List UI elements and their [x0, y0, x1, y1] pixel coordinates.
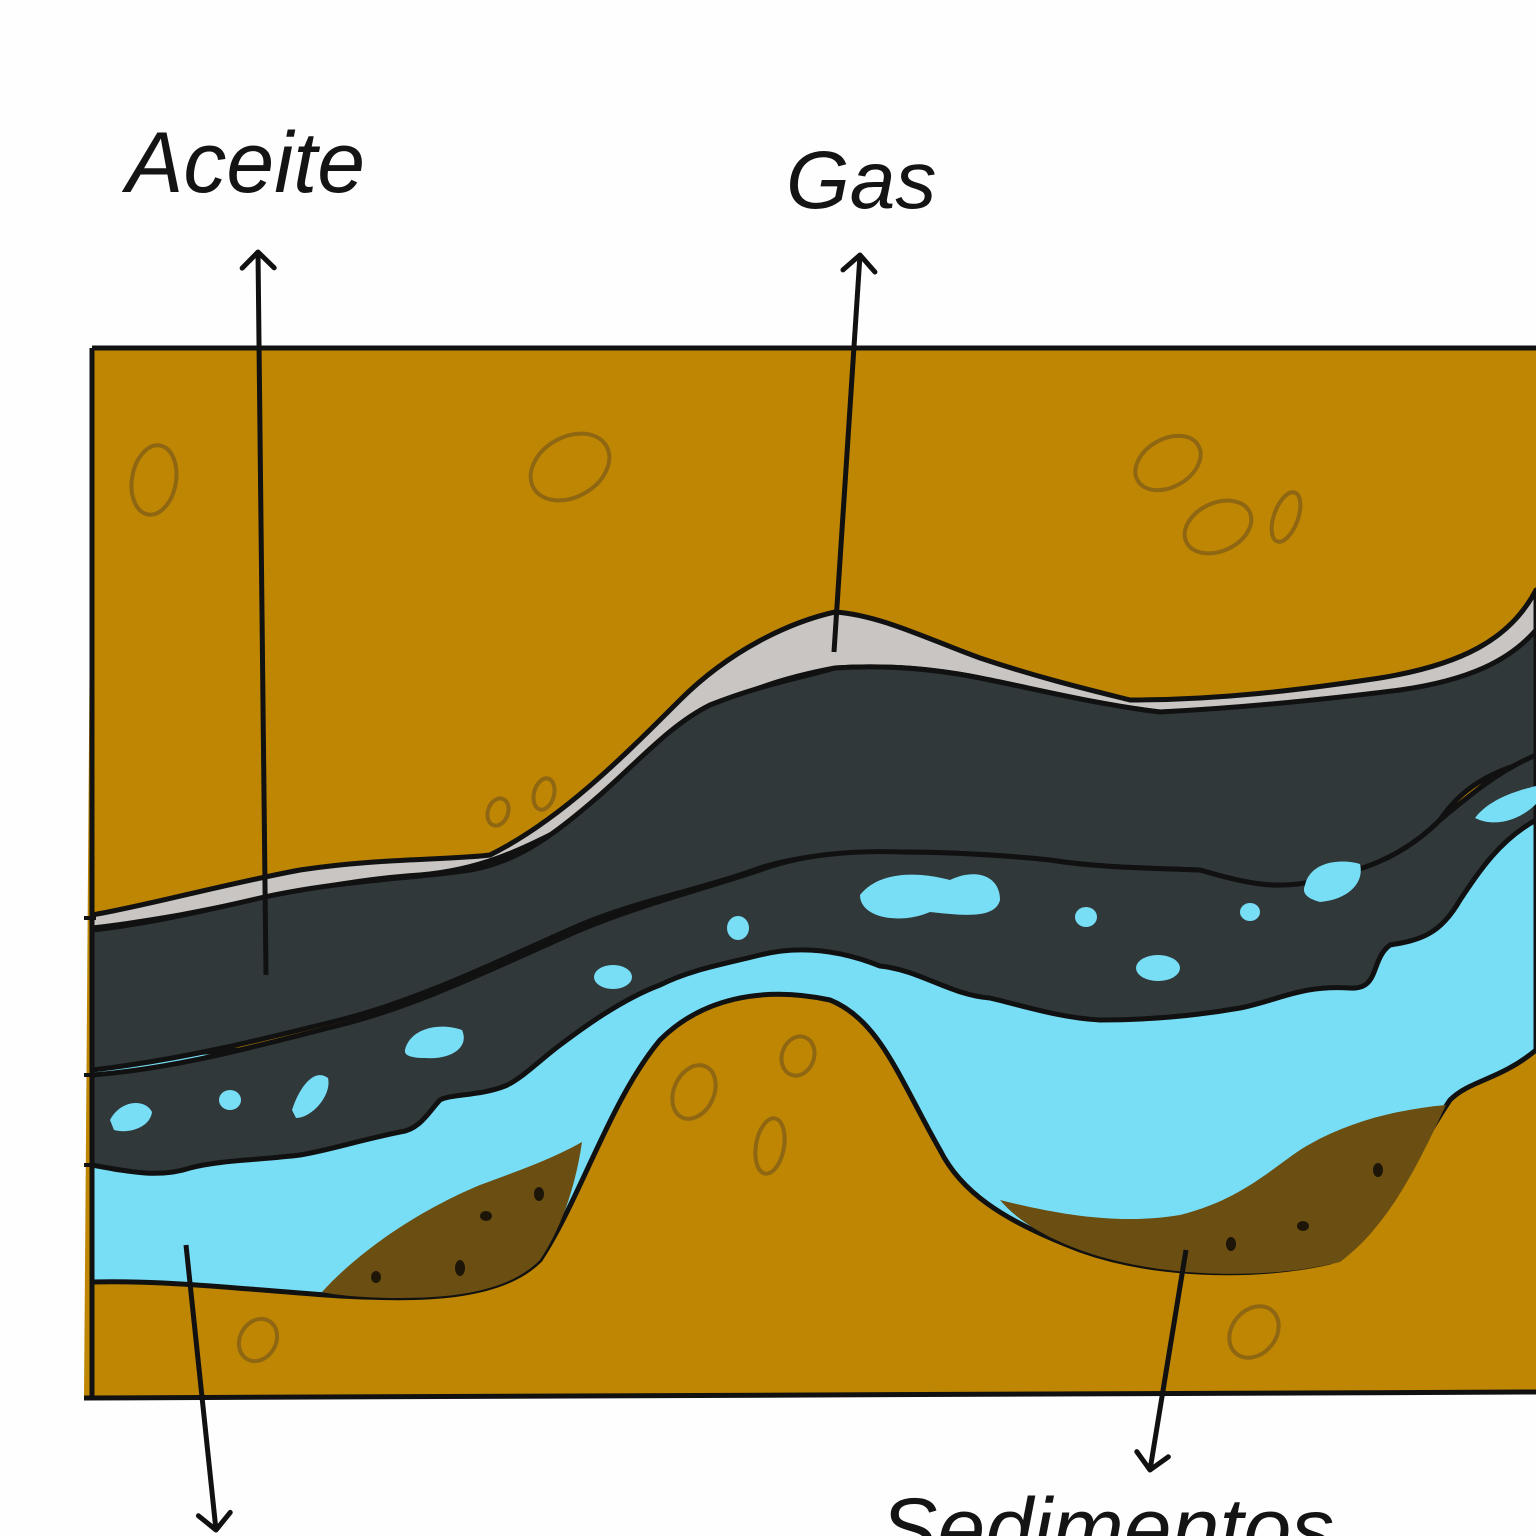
diagram-frame	[83, 345, 1536, 1401]
left-edge-ticks	[84, 916, 96, 1167]
rock-pebbles	[129, 431, 1303, 1364]
sediment-right	[1000, 1105, 1446, 1274]
water-arrow	[183, 1244, 233, 1533]
sediment-grains	[371, 1163, 1383, 1283]
sediment-left	[322, 1142, 582, 1298]
gas-arrow	[831, 252, 878, 653]
sedimentos-arrow	[1134, 1249, 1189, 1473]
aceite-arrow	[239, 249, 277, 976]
label-sedimentos: Sedimentos	[880, 1481, 1335, 1536]
label-aceite: Aceite	[126, 115, 366, 211]
label-gas: Gas	[786, 135, 937, 226]
oil-water-transition	[89, 752, 1536, 1176]
water-bubbles	[110, 786, 1536, 1132]
